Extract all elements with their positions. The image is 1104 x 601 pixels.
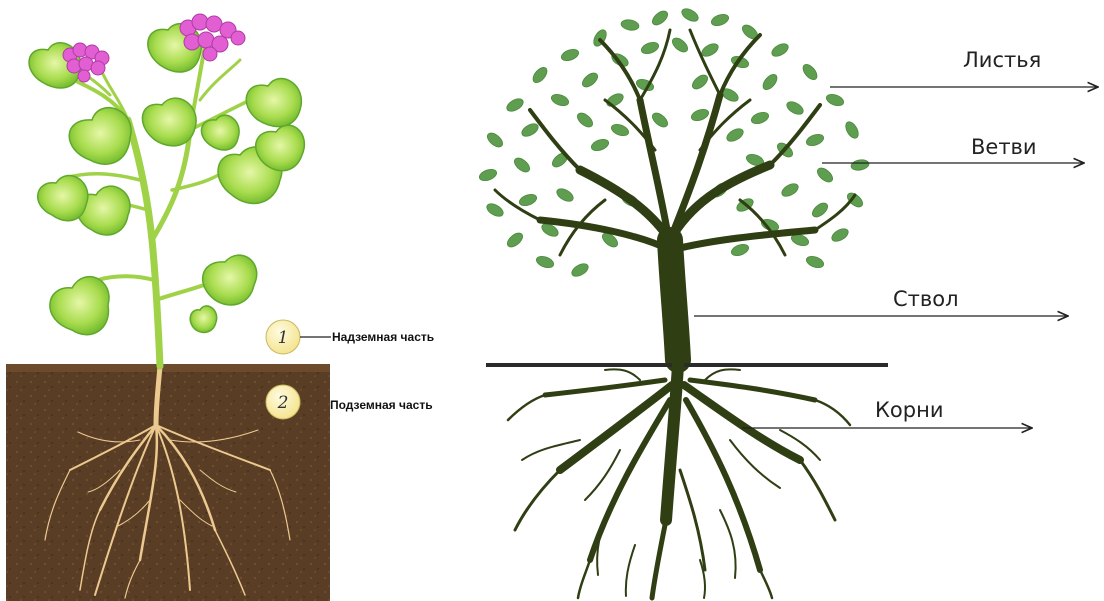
above-ground-label: Надземная часть [332,330,434,344]
ground-line [486,363,888,367]
underground-label: Подземная часть [330,398,433,412]
tree-branches [495,30,855,360]
branches-label: Ветви [971,135,1037,159]
leaves-label: Листья [963,48,1041,72]
tree-roots [508,365,850,598]
tree-illustration: Листья Ветви Ствол Корни [478,6,1098,598]
badge-1-number: 1 [278,328,289,348]
soil-surface [6,364,330,372]
roots-label: Корни [875,398,943,422]
badge-2: 2 [266,385,300,419]
trunk-label: Ствол [893,287,959,311]
plant-illustration: 1 Надземная часть 2 Подземная часть [6,14,434,601]
badge-1: 1 [266,320,300,354]
badge-2-number: 2 [277,393,289,413]
